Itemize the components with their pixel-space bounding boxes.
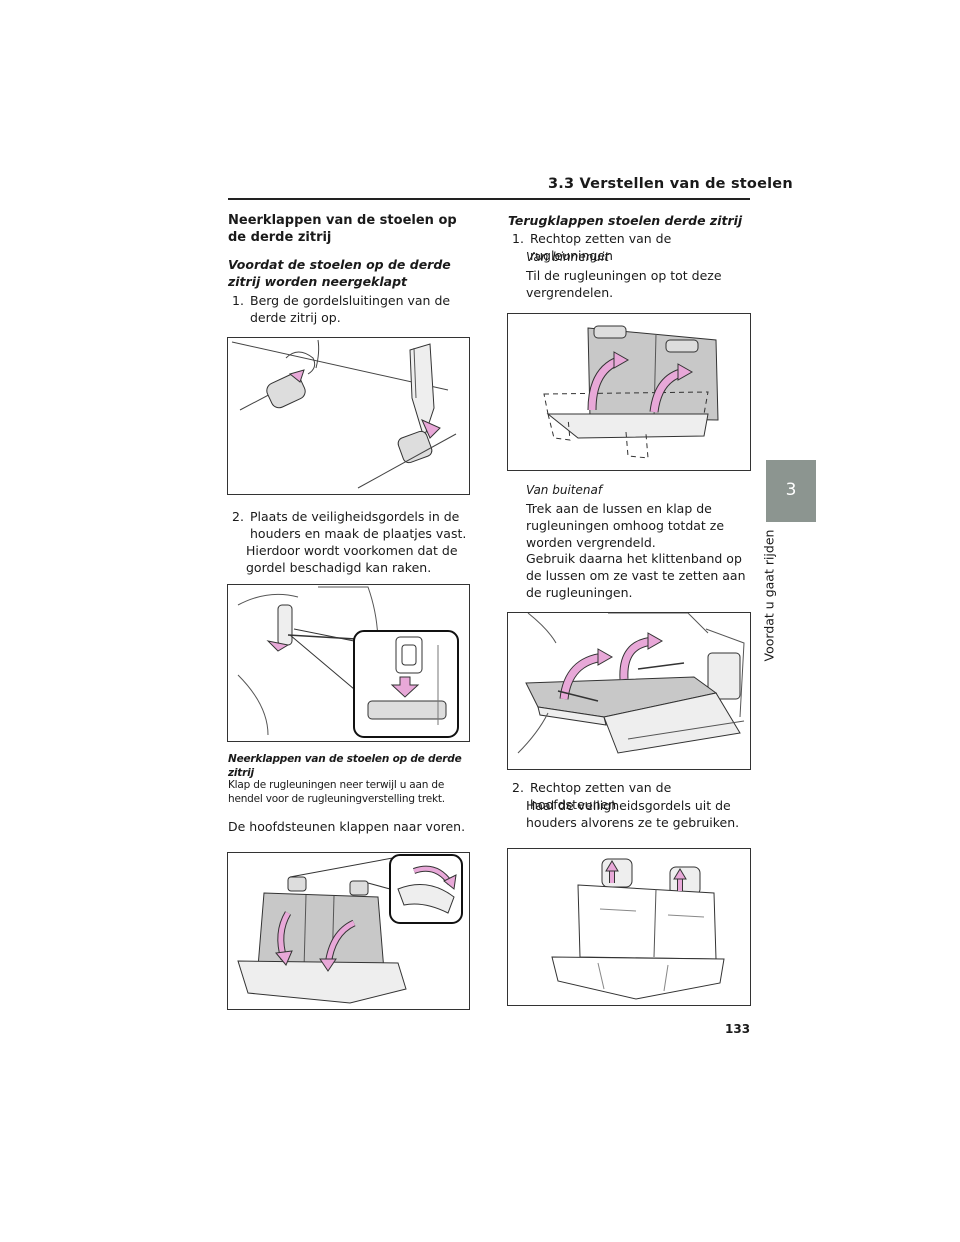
figure-fold-seats <box>227 852 470 1010</box>
step-text: Rechtop zetten van de rugleuningen <box>530 231 672 263</box>
right-step-2: 2. Rechtop zetten van de hoofdsteunen <box>508 779 750 813</box>
outside-label: Van buitenaf <box>526 483 603 497</box>
caption-text: Klap de rugleuningen neer terwijl u aan … <box>228 779 445 805</box>
belt-holder-illustration <box>237 586 459 738</box>
left-step-2: 2. Plaats de veiligheidsgordels in de ho… <box>228 508 470 542</box>
step-number: 2. <box>512 780 524 795</box>
step-text: Berg de gordelsluitingen van de derde zi… <box>250 293 451 325</box>
step-number: 1. <box>232 293 244 308</box>
headrests-illustration <box>551 858 725 1000</box>
right-heading: Terugklappen stoelen derde zitrij <box>508 213 743 228</box>
chapter-label: Voordat u gaat rijden <box>761 529 777 662</box>
caption-title: Neerklappen van de stoelen op de derde z… <box>228 753 462 779</box>
outside-text: Trek aan de lussen en klap de rugleuning… <box>526 501 725 550</box>
figure-raise-outside <box>507 612 751 770</box>
buckle-storage-illustration <box>231 339 457 489</box>
right-step-2-note: Haal de veiligheidsgordels uit de houder… <box>526 798 740 830</box>
figure-headrests <box>507 848 751 1006</box>
left-subheading: Voordat de stoelen op de derde zitrij wo… <box>228 257 451 289</box>
page-number: 133 <box>725 1022 751 1036</box>
outside-text-2: Gebruik daarna het klittenband op de lus… <box>526 551 746 600</box>
step-number: 1. <box>512 231 524 246</box>
raise-outside-illustration <box>517 613 745 754</box>
headrest-note: De hoofdsteunen klappen naar voren. <box>228 819 466 834</box>
left-heading: Neerklappen van de stoelen op de derde z… <box>228 213 457 245</box>
header-rule <box>228 198 750 200</box>
inside-text: Til de rugleuningen op tot deze vergrend… <box>526 268 722 300</box>
step-text: Rechtop zetten van de hoofdsteunen <box>530 780 672 812</box>
section-header: 3.3 Verstellen van de stoelen <box>548 176 793 192</box>
left-step-2-note: Hierdoor wordt voorkomen dat de gordel b… <box>246 543 458 575</box>
right-step-1: 1. Rechtop zetten van de rugleuningen <box>508 230 750 264</box>
left-step-1: 1. Berg de gordelsluitingen van de derde… <box>228 292 470 326</box>
raise-inside-illustration <box>543 325 719 459</box>
chapter-number: 3 <box>785 480 797 500</box>
chapter-label-wrap: Voordat u gaat rijden <box>753 528 785 668</box>
figure-raise-inside <box>507 313 751 471</box>
figure-belt-holder <box>227 584 470 742</box>
step-number: 2. <box>232 509 244 524</box>
figure-buckle-storage <box>227 337 470 495</box>
step-text: Plaats de veiligheidsgordels in de houde… <box>250 509 467 541</box>
inside-label: Van binnenuit <box>526 250 610 264</box>
fold-seats-illustration <box>237 854 463 1004</box>
chapter-tab <box>766 460 816 522</box>
